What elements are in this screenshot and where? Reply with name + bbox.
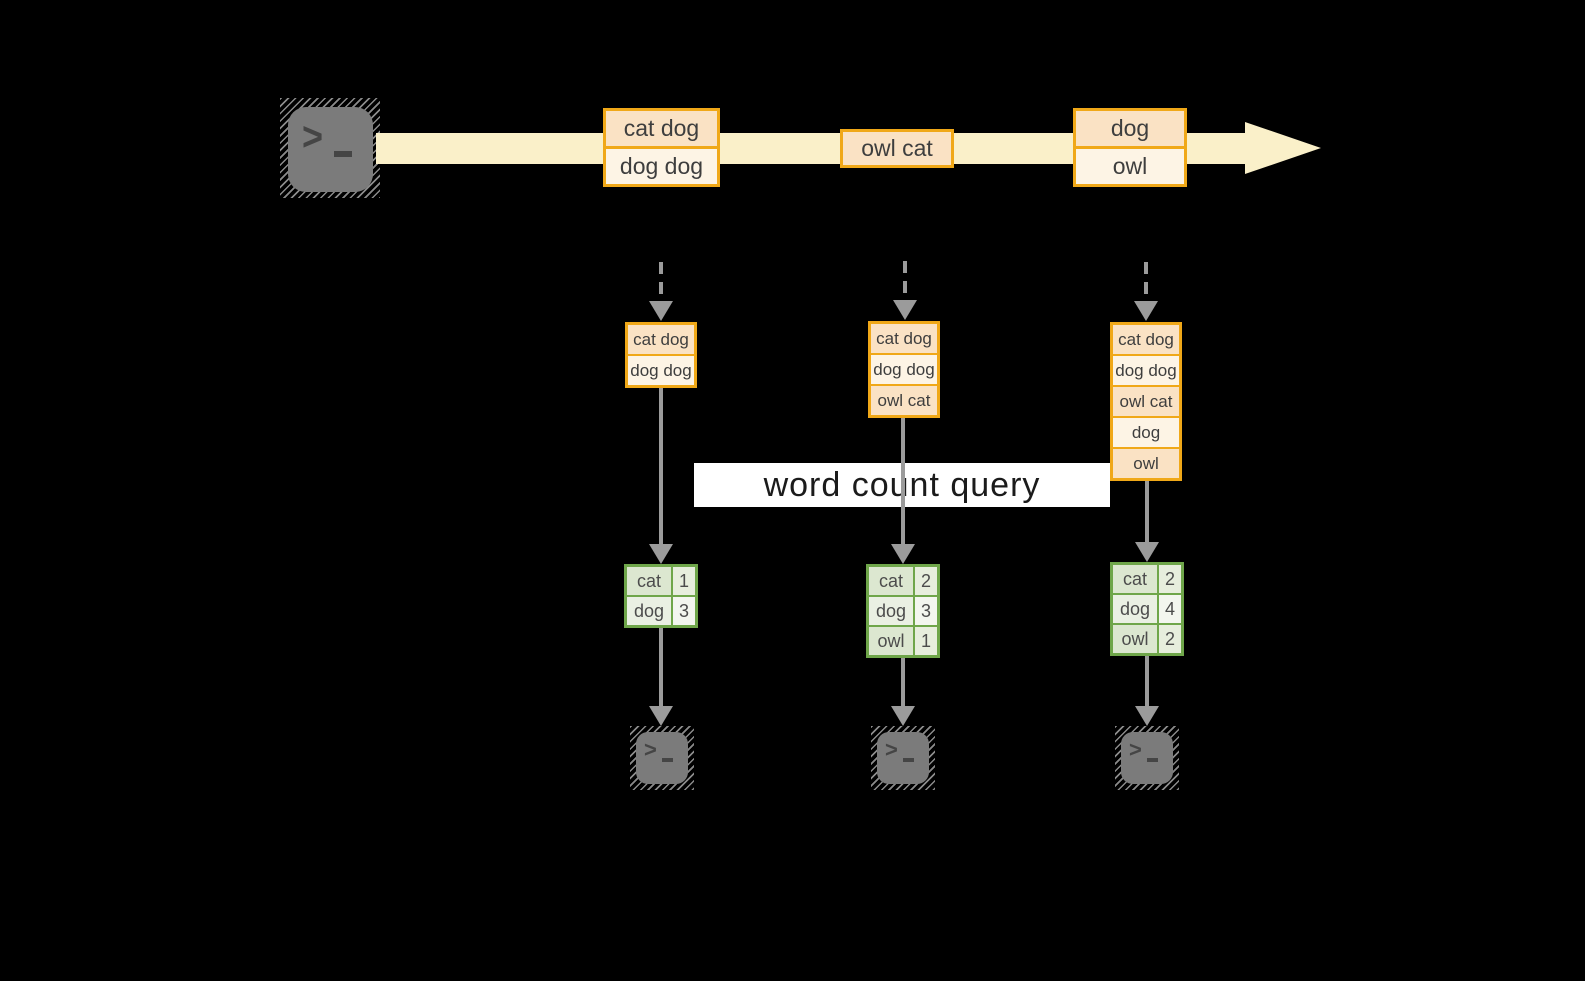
record-buffer-2: cat dog dog dog owl cat bbox=[868, 321, 940, 418]
count-cell: 4 bbox=[1157, 595, 1181, 623]
buffer-cell: dog dog bbox=[628, 354, 694, 385]
table-row: owl 1 bbox=[869, 625, 937, 655]
dashed-down-arrow-2 bbox=[903, 261, 907, 301]
word-cell: dog bbox=[1113, 595, 1157, 623]
record-cell: owl cat bbox=[843, 132, 951, 165]
record-buffer-3: cat dog dog dog owl cat dog owl bbox=[1110, 322, 1182, 481]
buffer-cell: cat dog bbox=[871, 324, 937, 353]
record-cell: dog bbox=[1076, 111, 1184, 146]
count-cell: 3 bbox=[671, 597, 695, 625]
count-cell: 2 bbox=[1157, 565, 1181, 593]
prompt-cursor-icon bbox=[334, 151, 352, 157]
table-row: owl 2 bbox=[1113, 623, 1181, 653]
query-arrowhead-3 bbox=[1135, 542, 1159, 562]
word-cell: cat bbox=[627, 567, 671, 595]
word-cell: dog bbox=[627, 597, 671, 625]
buffer-cell: cat dog bbox=[1113, 325, 1179, 354]
count-table-2: cat 2 dog 3 owl 1 bbox=[866, 564, 940, 658]
output-arrowhead-2 bbox=[891, 706, 915, 726]
record-buffer-1: cat dog dog dog bbox=[625, 322, 697, 388]
stream-record-3: dog owl bbox=[1073, 108, 1187, 187]
buffer-cell: owl cat bbox=[1113, 385, 1179, 416]
table-row: cat 2 bbox=[1113, 565, 1181, 593]
stream-record-2: owl cat bbox=[840, 129, 954, 168]
table-row: dog 4 bbox=[1113, 593, 1181, 623]
output-arrowhead-3 bbox=[1135, 706, 1159, 726]
prompt-cursor-icon bbox=[662, 758, 673, 762]
table-row: cat 2 bbox=[869, 567, 937, 595]
prompt-cursor-icon bbox=[1147, 758, 1158, 762]
prompt-chevron-icon: > bbox=[302, 113, 324, 159]
output-arrow-2 bbox=[901, 658, 905, 708]
query-arrow-1 bbox=[659, 388, 663, 546]
dashed-down-arrow-3 bbox=[1144, 262, 1148, 302]
dashed-down-arrow-1 bbox=[659, 262, 663, 302]
buffer-cell: dog dog bbox=[871, 353, 937, 384]
output-arrowhead-1 bbox=[649, 706, 673, 726]
prompt-cursor-icon bbox=[903, 758, 914, 762]
query-arrow-2 bbox=[901, 418, 905, 546]
output-arrow-3 bbox=[1145, 656, 1149, 708]
buffer-cell: dog dog bbox=[1113, 354, 1179, 385]
record-cell: owl bbox=[1076, 146, 1184, 184]
record-cell: dog dog bbox=[606, 146, 717, 184]
prompt-chevron-icon: > bbox=[1129, 737, 1142, 762]
prompt-chevron-icon: > bbox=[644, 737, 657, 762]
output-terminal-icon-3: > bbox=[1115, 726, 1179, 790]
dashed-down-arrowhead-2 bbox=[893, 300, 917, 320]
buffer-cell: cat dog bbox=[628, 325, 694, 354]
terminal-screen: > bbox=[636, 732, 688, 784]
source-terminal-icon: > bbox=[280, 98, 380, 198]
terminal-screen: > bbox=[877, 732, 929, 784]
count-cell: 2 bbox=[913, 567, 937, 595]
output-terminal-icon-2: > bbox=[871, 726, 935, 790]
count-table-3: cat 2 dog 4 owl 2 bbox=[1110, 562, 1184, 656]
terminal-screen: > bbox=[1121, 732, 1173, 784]
count-cell: 3 bbox=[913, 597, 937, 625]
count-cell: 2 bbox=[1157, 625, 1181, 653]
word-cell: owl bbox=[869, 627, 913, 655]
terminal-screen: > bbox=[288, 107, 373, 192]
table-row: dog 3 bbox=[627, 595, 695, 625]
buffer-cell: dog bbox=[1113, 416, 1179, 447]
query-arrowhead-1 bbox=[649, 544, 673, 564]
word-cell: owl bbox=[1113, 625, 1157, 653]
query-arrow-3 bbox=[1145, 481, 1149, 542]
word-cell: cat bbox=[1113, 565, 1157, 593]
table-row: cat 1 bbox=[627, 567, 695, 595]
record-cell: cat dog bbox=[606, 111, 717, 146]
stream-record-1: cat dog dog dog bbox=[603, 108, 720, 187]
count-cell: 1 bbox=[913, 627, 937, 655]
stream-arrow-head bbox=[1245, 122, 1321, 174]
buffer-cell: owl cat bbox=[871, 384, 937, 415]
dashed-down-arrowhead-3 bbox=[1134, 301, 1158, 321]
query-arrowhead-2 bbox=[891, 544, 915, 564]
count-table-1: cat 1 dog 3 bbox=[624, 564, 698, 628]
count-cell: 1 bbox=[671, 567, 695, 595]
prompt-chevron-icon: > bbox=[885, 737, 898, 762]
output-arrow-1 bbox=[659, 628, 663, 708]
output-terminal-icon-1: > bbox=[630, 726, 694, 790]
table-row: dog 3 bbox=[869, 595, 937, 625]
word-cell: dog bbox=[869, 597, 913, 625]
dashed-down-arrowhead-1 bbox=[649, 301, 673, 321]
buffer-cell: owl bbox=[1113, 447, 1179, 478]
word-cell: cat bbox=[869, 567, 913, 595]
